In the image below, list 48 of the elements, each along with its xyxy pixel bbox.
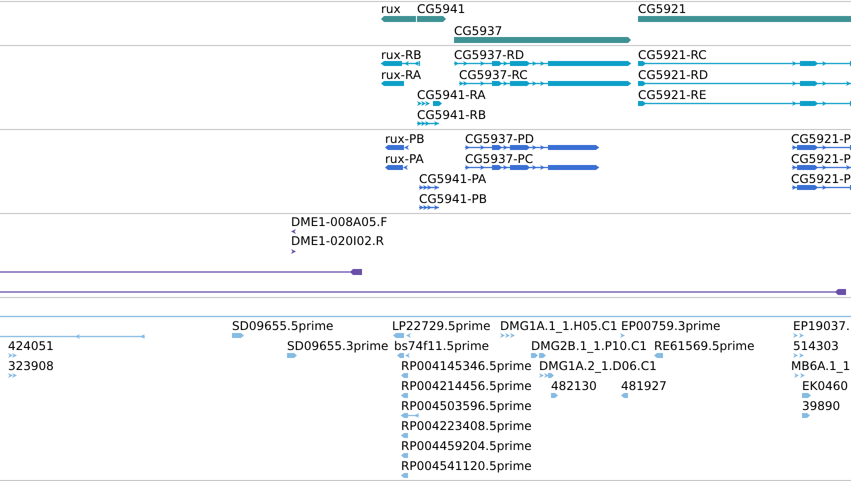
feature-label: CG5921-P (791, 172, 851, 185)
feature-label: 323908 (8, 360, 54, 372)
feature-label: 39890 (802, 400, 840, 412)
feature-label: RP004214456.5prime (401, 380, 532, 392)
feature-label: 514303 (793, 340, 839, 352)
feature-label: EP00759.3prime (621, 320, 720, 332)
feature-label: 482130 (551, 380, 597, 392)
feature-label: LP22729.5prime (392, 320, 491, 332)
feature-label: MB6A.1_1 (791, 360, 850, 372)
feature-label: SD09655.3prime (287, 340, 388, 352)
feature-label: CG5937-PD (465, 132, 534, 145)
feature-label: CG5921-RE (638, 88, 706, 101)
feature-label: CG5921 (638, 2, 686, 15)
feature-label: rux-RA (381, 68, 422, 81)
feature-label: CG5941-PB (419, 192, 488, 205)
feature-label: rux-RB (381, 48, 422, 61)
feature-label: RP004459204.5prime (401, 440, 532, 452)
feature-label: CG5937-PC (465, 152, 534, 165)
feature-label: bs74f11.5prime (394, 340, 490, 352)
feature-label: rux (381, 2, 401, 15)
feature-label: SD09655.5prime (232, 320, 334, 332)
feature-label: CG5937-RC (459, 68, 528, 81)
feature-label: RP004223408.5prime (401, 420, 532, 432)
feature-label: CG5921-P (791, 152, 851, 165)
feature-label: 481927 (621, 380, 667, 392)
feature-label: rux-PA (385, 152, 424, 165)
feature-label: CG5941-RB (417, 108, 486, 121)
feature-label: CG5937 (454, 24, 502, 37)
feature-label: 424051 (8, 340, 54, 352)
feature-label: DMG1A.1_1.H05.C1 (500, 320, 618, 332)
feature-label: DMG1A.2_1.D06.C1 (539, 360, 657, 372)
feature-label: CG5921-P (791, 132, 851, 145)
feature-label: EP19037. (793, 320, 850, 332)
feature-label: CG5941 (417, 2, 466, 15)
feature-label: DME1-020I02.R (291, 235, 384, 248)
feature-label: RE61569.5prime (654, 340, 754, 352)
feature-label: RP004503596.5prime (401, 400, 532, 412)
feature-label: rux-PB (385, 132, 424, 145)
feature-label: CG5921-RC (638, 48, 707, 61)
feature-label: DMG2B.1_1.P10.C1 (531, 340, 647, 352)
feature-label: CG5941-PA (419, 172, 486, 185)
feature-label: RP004541120.5prime (401, 460, 532, 472)
feature-label: CG5921-RD (638, 68, 708, 81)
feature-label: CG5937-RD (454, 48, 524, 61)
feature-label: CG5941-RA (417, 88, 486, 101)
feature-label: EK0460 (802, 380, 848, 392)
feature-label: DME1-008A05.F (291, 216, 388, 228)
feature-label: RP004145346.5prime (401, 360, 532, 372)
